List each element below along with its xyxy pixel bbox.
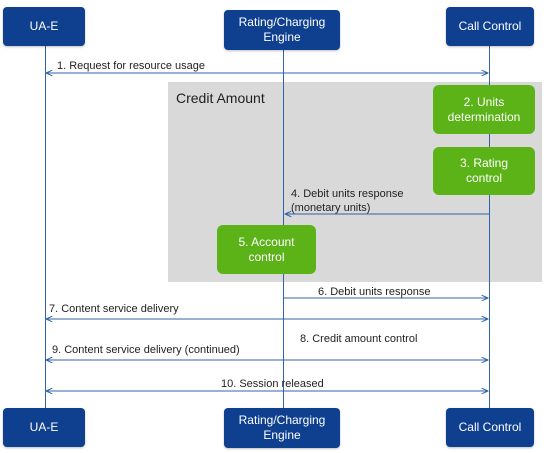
step-units-determination-line1: 2. Units <box>463 94 505 109</box>
msg-1-label: 1. Request for resource usage <box>57 60 205 72</box>
actor-ua-e-top: UA-E <box>3 7 85 46</box>
step-rating-control-line1: 3. Rating <box>459 156 509 170</box>
actor-rce-line1: Rating/Charging <box>238 413 326 427</box>
step-rating-control: 3. Rating control <box>433 147 535 195</box>
actor-ua-e-label: UA-E <box>29 19 59 33</box>
step-account-control: 5. Account control <box>217 225 316 274</box>
actor-call-control-bottom: Call Control <box>446 408 534 447</box>
msg-4-label-line2: (monetary units) <box>291 202 371 214</box>
actor-call-control-top: Call Control <box>446 7 534 46</box>
msg-4-label-line1: 4. Debit units response <box>291 188 404 200</box>
step-units-determination: 2. Units determination <box>433 85 535 134</box>
actor-rce-line2: Engine <box>263 30 301 44</box>
step-units-determination-line2: determination <box>447 109 521 124</box>
msg-8-label: 8. Credit amount control <box>300 333 418 345</box>
lifeline-ua-e <box>45 46 46 408</box>
credit-amount-label: Credit Amount <box>176 90 265 106</box>
actor-rating-charging-engine-top: Rating/Charging Engine <box>224 10 340 50</box>
msg-10-label: 10. Session released <box>221 378 324 390</box>
msg-6-label: 6. Debit units response <box>318 286 431 298</box>
step-account-control-line1: 5. Account <box>238 234 295 249</box>
actor-call-control-label: Call Control <box>458 19 522 33</box>
msg-7-label: 7. Content service delivery <box>49 303 179 315</box>
actor-ua-e-bottom: UA-E <box>3 408 85 447</box>
actor-rating-charging-engine-bottom: Rating/Charging Engine <box>224 408 340 448</box>
lifeline-rce-over-region <box>283 82 284 282</box>
actor-ua-e-label: UA-E <box>29 420 59 434</box>
step-account-control-line2: control <box>248 249 285 264</box>
msg-9-label: 9. Content service delivery (continued) <box>52 344 240 356</box>
actor-call-control-label: Call Control <box>458 420 522 434</box>
step-rating-control-line2: control <box>465 171 503 185</box>
actor-rce-line1: Rating/Charging <box>238 15 326 29</box>
actor-rce-line2: Engine <box>263 428 301 442</box>
